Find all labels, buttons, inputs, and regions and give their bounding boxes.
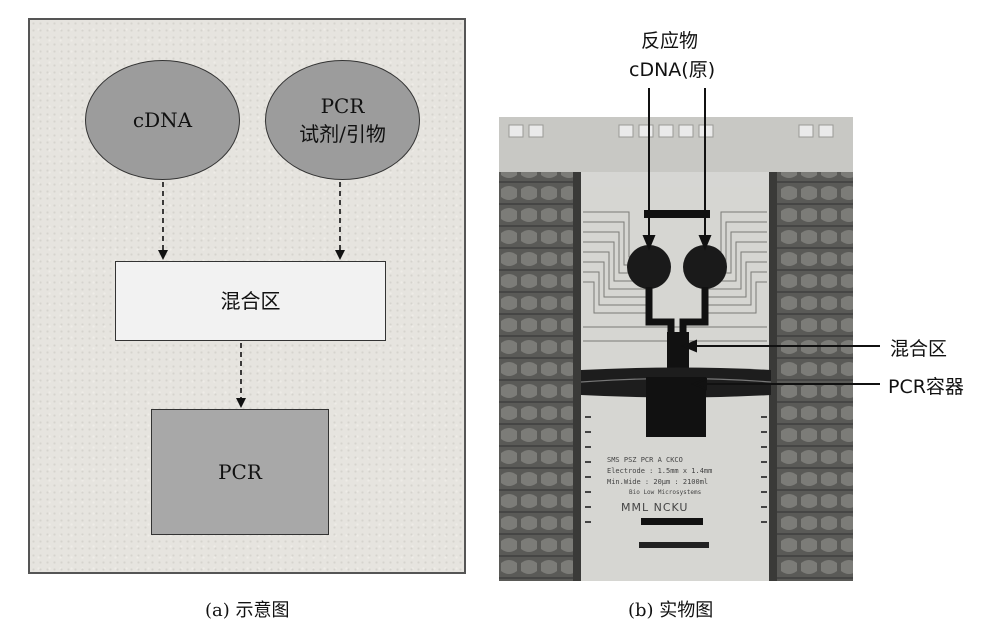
label-mixing-zone: 混合区: [890, 338, 948, 360]
caption-b: (b) 实物图: [628, 600, 714, 621]
flow-arrows: [158, 182, 345, 408]
label-reactants-line2: cDNA(原): [629, 59, 716, 81]
arrowhead-cdna-to-mix: [158, 250, 168, 260]
chip-illustration: SMS PSZ PCR A CKCO Electrode : 1.5mm x 1…: [499, 117, 853, 581]
pcr-chamber: [646, 377, 706, 437]
chip-text-5: MML NCKU: [621, 501, 689, 514]
cdna-node-label: cDNA: [132, 108, 193, 132]
cdna-node: cDNA: [85, 60, 240, 180]
pcr-reagent-node: PCR 试剂/引物: [265, 60, 420, 180]
label-pcr-chamber: PCR容器: [888, 376, 964, 398]
mixing-zone-label: 混合区: [220, 289, 281, 313]
pcr-reagent-label-line1: PCR: [320, 94, 365, 118]
mixing-zone: [667, 332, 689, 372]
pcr-node-label: PCR: [218, 460, 262, 484]
chip-photo: SMS PSZ PCR A CKCO Electrode : 1.5mm x 1…: [499, 117, 853, 581]
chip-text-2: Electrode : 1.5mm x 1.4mm: [607, 467, 712, 475]
pcr-reagent-label-line2: 试剂/引物: [299, 122, 386, 146]
pcr-node: PCR: [151, 409, 329, 535]
arrowhead-mix-to-pcr: [236, 398, 246, 408]
reservoir-cdna: [627, 245, 671, 289]
label-reactants-line1: 反应物: [641, 30, 699, 52]
mixing-zone-node: 混合区: [115, 261, 386, 341]
caption-a: (a) 示意图: [205, 600, 290, 621]
reservoir-reagent: [683, 245, 727, 289]
schematic-panel: cDNA PCR 试剂/引物 混合区 PCR: [28, 18, 466, 574]
arrowhead-reagent-to-mix: [335, 250, 345, 260]
chip-text-1: SMS PSZ PCR A CKCO: [607, 456, 683, 464]
chip-text-3: Min.Wide : 20μm : 2100ml: [607, 478, 708, 486]
chip-text-4: Bio Low Microsystems: [629, 489, 702, 496]
